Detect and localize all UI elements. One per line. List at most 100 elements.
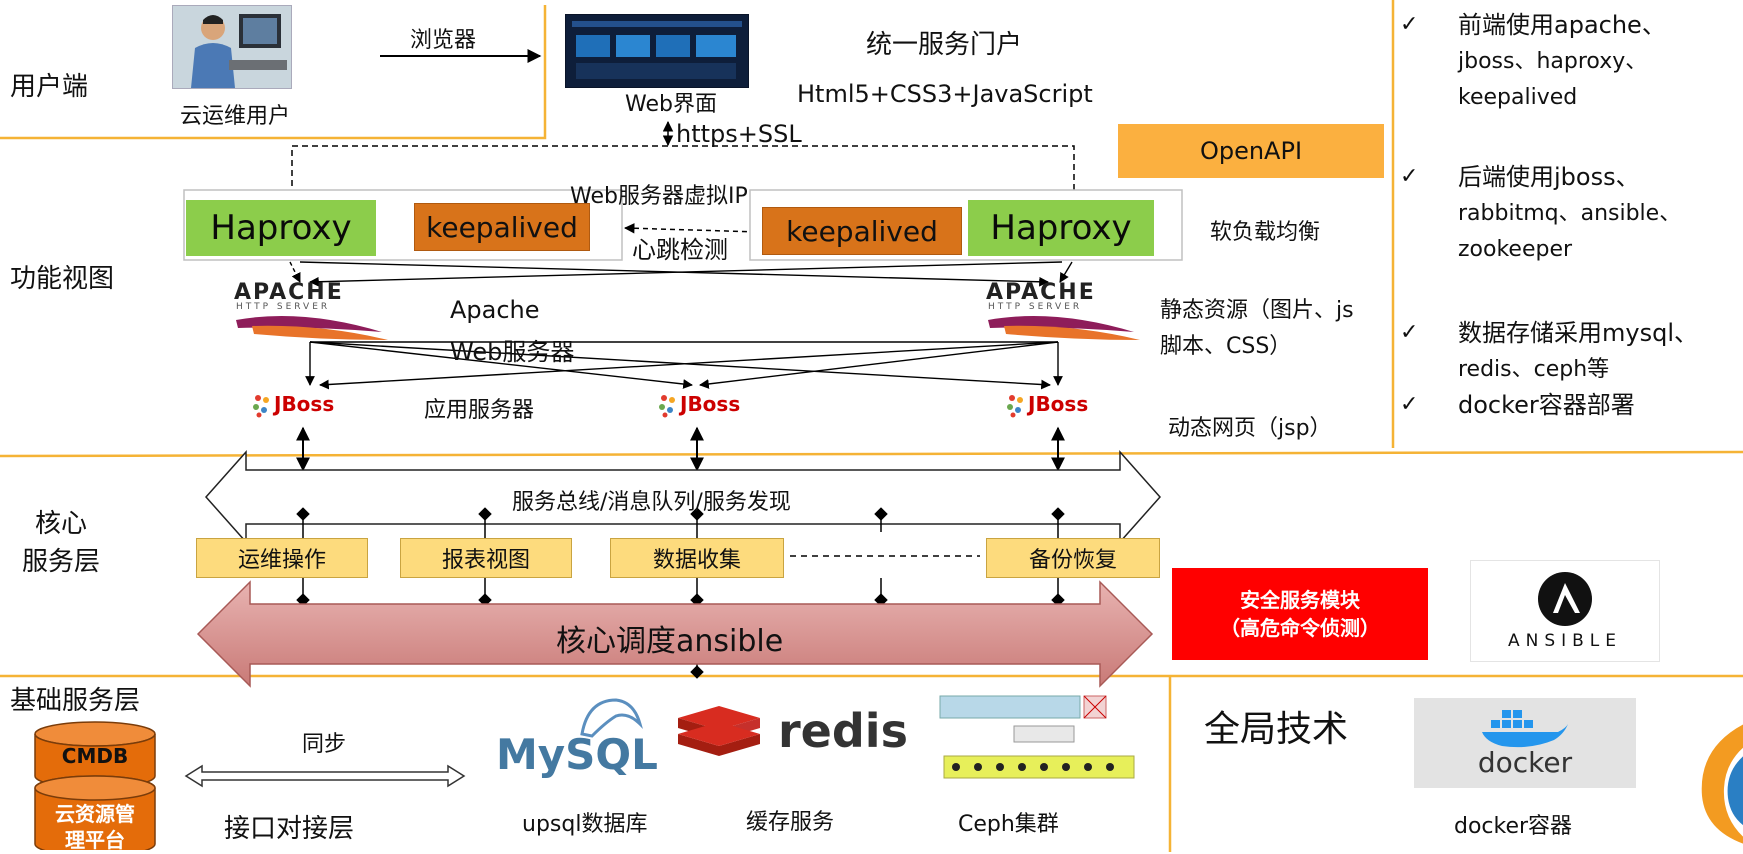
collect-label: 数据收集 [652, 548, 741, 573]
service-bus-label: 服务总线/消息队列/服务发现 [512, 490, 791, 515]
jboss-dots-2-icon [659, 395, 675, 418]
bus-connectors [296, 507, 1065, 679]
ceph-diagram [934, 690, 1148, 794]
note1-line2: jboss、haproxy、 [1458, 49, 1648, 74]
cmdb-cylinder: CMDB 云资源管 理平台 [30, 720, 160, 854]
haproxy-left-label: Haproxy [210, 208, 352, 248]
haproxy-left-box: Haproxy [186, 200, 376, 256]
security-line2: （高危命令侦测） [1220, 616, 1380, 640]
web-ui-screenshot [565, 14, 749, 88]
soft-lb-label: 软负载均衡 [1210, 220, 1321, 245]
user-photo [172, 5, 292, 89]
apache-feather-right-icon [988, 316, 1140, 340]
ops-label: 运维操作 [237, 548, 326, 573]
keepalived-left-box: keepalived [414, 203, 590, 251]
scheduler-label: 核心调度ansible [556, 624, 784, 659]
report-label: 报表视图 [441, 548, 530, 573]
docker-label: docker容器 [1454, 814, 1573, 839]
apache-logo-right: APACHE HTTP SERVER [984, 280, 1144, 344]
check-icon: ✓ [1400, 164, 1419, 189]
cloud-platform-line1: 云资源管 [55, 802, 135, 826]
layer-user-label: 用户端 [10, 72, 89, 102]
openapi-label: OpenAPI [1199, 137, 1303, 165]
keepalived-right-label: keepalived [786, 214, 938, 248]
scheduler-arrow [196, 580, 1154, 688]
note1-line1: 前端使用apache、 [1458, 11, 1666, 39]
layer-core-label: 核心 服务层 [22, 509, 101, 577]
note2-line1: 后端使用jboss、 [1458, 163, 1640, 191]
cloud-user-label: 云运维用户 [180, 104, 291, 129]
apache-logo-left-text: APACHE [234, 280, 344, 305]
swirl-logo-icon [1701, 724, 1743, 844]
docker-whale-icon [1482, 710, 1568, 748]
static-res-line2: 脚本、CSS） [1160, 334, 1292, 359]
note2-line2: rabbitmq、ansible、 [1458, 201, 1682, 226]
ansible-logo: ANSIBLE [1470, 560, 1660, 662]
note3-line2: redis、ceph等 [1458, 357, 1610, 382]
jboss-to-bus-arrows [296, 426, 1065, 472]
note1-line3: keepalived [1458, 85, 1578, 110]
https-label: https+SSL [676, 120, 802, 148]
redis-cube-icon [678, 706, 760, 756]
cmdb-label: CMDB [61, 744, 129, 768]
global-tech-label: 全局技术 [1204, 709, 1349, 750]
swirl-logo [1688, 716, 1743, 852]
note3-line1: 数据存储采用mysql、 [1458, 319, 1698, 347]
jboss-logo-1: JBoss [252, 388, 352, 422]
apache-feather-left-icon [236, 316, 388, 340]
mysql-logo-text: MySQL [496, 730, 658, 779]
keepalived-right-box: keepalived [762, 207, 962, 255]
haproxy-right-label: Haproxy [990, 208, 1132, 248]
apache-logo-left-sub: HTTP SERVER [236, 302, 331, 312]
service-bus-arrow [204, 450, 1162, 544]
check-icon: ✓ [1400, 12, 1419, 37]
jboss-logo-2-text: JBoss [680, 392, 741, 416]
layer-base-label: 基础服务层 [10, 686, 141, 716]
ansible-logo-text: ANSIBLE [1507, 631, 1623, 651]
apache-logo-right-text: APACHE [986, 280, 1096, 305]
layer-function-label: 功能视图 [10, 264, 115, 294]
note4: docker容器部署 [1458, 391, 1635, 419]
ansible-a-icon [1538, 572, 1592, 626]
lb-to-apache-arrows [289, 261, 1073, 287]
app-server-label: 应用服务器 [424, 398, 535, 423]
https-route [291, 120, 1075, 237]
mysql-dolphin-icon [580, 698, 643, 738]
browser-label: 浏览器 [410, 28, 477, 53]
portal-tech: Html5+CSS3+JavaScript [797, 80, 1093, 108]
jboss-dots-3-icon [1007, 395, 1023, 418]
collect-box: 数据收集 [610, 538, 784, 578]
web-ui-label: Web界面 [625, 92, 717, 117]
jboss-logo-1-text: JBoss [274, 392, 335, 416]
redis-label: 缓存服务 [746, 810, 835, 835]
sync-label: 同步 [302, 732, 347, 757]
jboss-logo-2: JBoss [658, 388, 758, 422]
backup-label: 备份恢复 [1028, 548, 1117, 573]
apache-logo-left: APACHE HTTP SERVER [232, 280, 392, 344]
apache-logo-right-sub: HTTP SERVER [988, 302, 1083, 312]
backup-box: 备份恢复 [986, 538, 1160, 578]
ceph-cluster-icon [939, 695, 1135, 779]
interface-layer-label: 接口对接层 [224, 814, 355, 844]
jboss-dots-1-icon [253, 395, 269, 418]
apache-label-line2: Web服务器 [450, 338, 575, 366]
docker-logo: docker [1414, 698, 1636, 788]
static-res-line1: 静态资源（图片、js [1160, 298, 1354, 323]
note2-line3: zookeeper [1458, 237, 1573, 262]
check-icon: ✓ [1400, 392, 1419, 417]
ops-box: 运维操作 [196, 538, 368, 578]
report-box: 报表视图 [400, 538, 572, 578]
mysql-logo: MySQL [496, 694, 658, 780]
security-module-box: 安全服务模块 （高危命令侦测） [1172, 568, 1428, 660]
ceph-label: Ceph集群 [958, 812, 1059, 837]
apache-to-jboss-arrows [305, 341, 1063, 390]
openapi-box: OpenAPI [1118, 124, 1384, 178]
security-line1: 安全服务模块 [1240, 588, 1360, 612]
keepalived-left-label: keepalived [426, 210, 578, 244]
redis-logo: redis [674, 700, 908, 764]
jboss-logo-3-text: JBoss [1028, 392, 1089, 416]
sync-arrow [184, 764, 466, 788]
tech-notes-panel: ✓ 前端使用apache、 jboss、haproxy、 keepalived … [1400, 4, 1743, 444]
haproxy-right-box: Haproxy [968, 200, 1154, 256]
